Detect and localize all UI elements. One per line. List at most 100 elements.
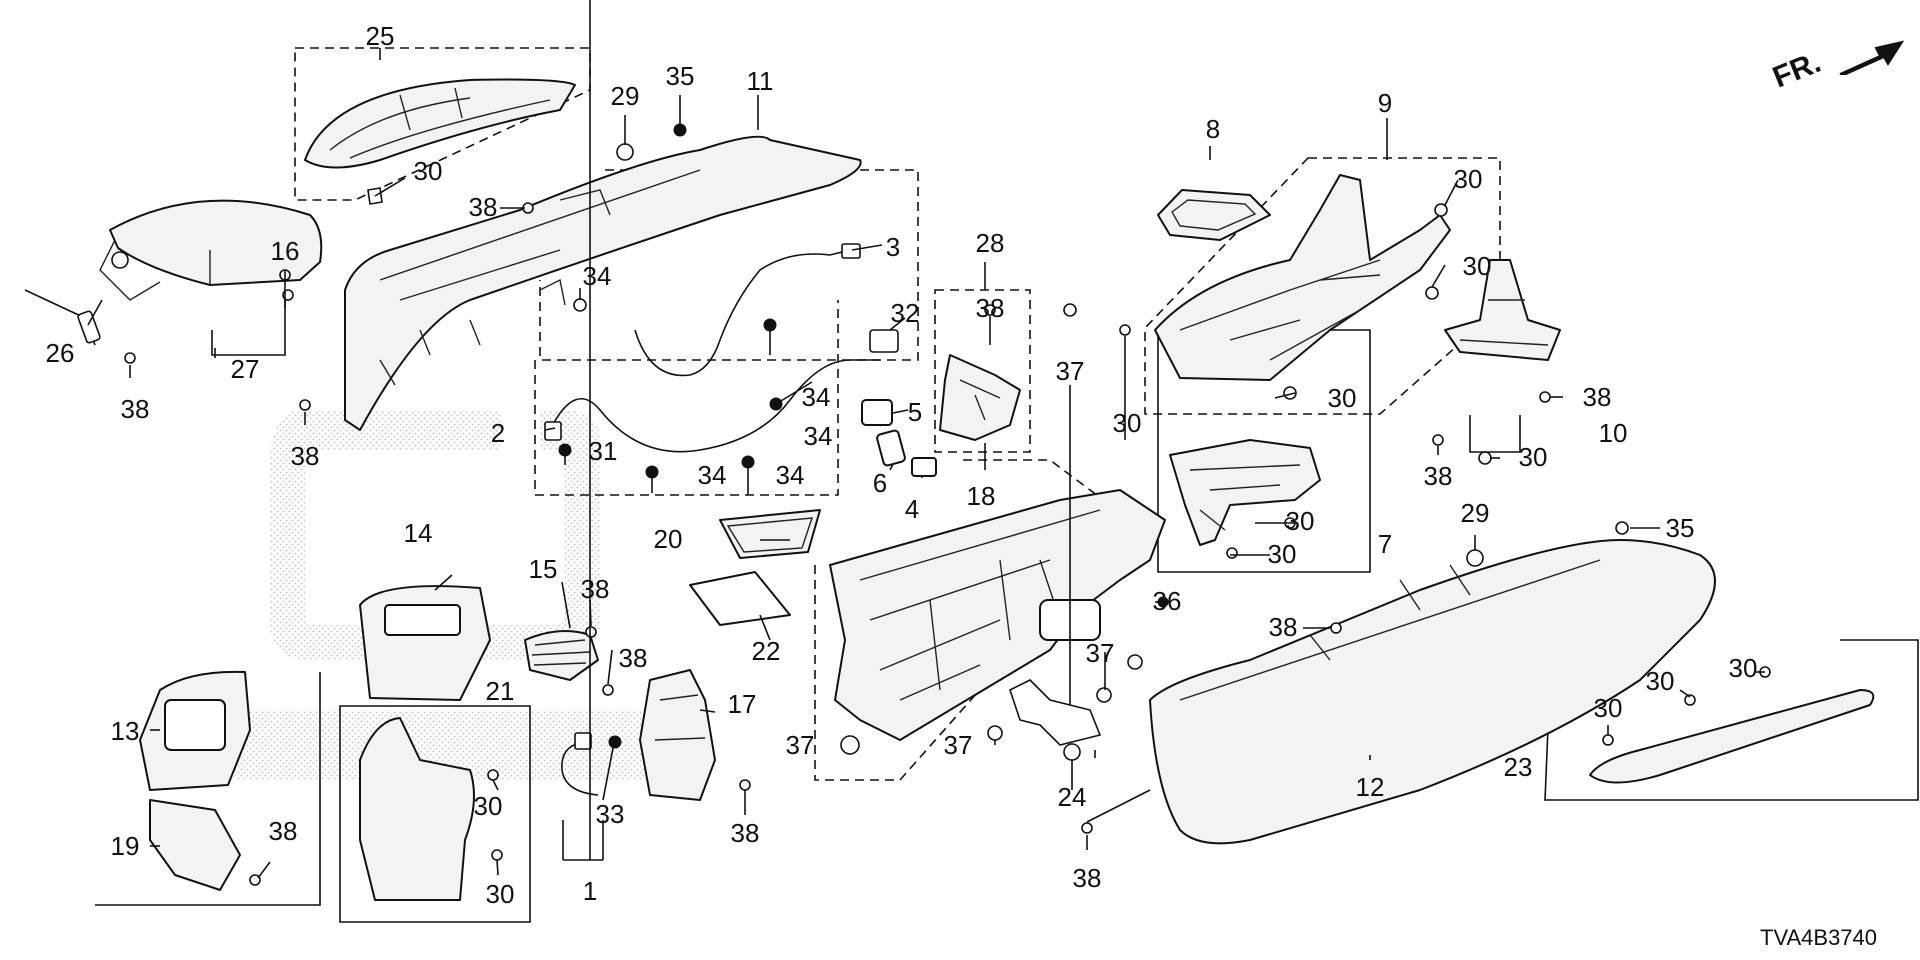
callout-38-d: 38 [976,293,1005,323]
callout-38-l: 38 [731,818,760,848]
callout-29-b: 29 [1461,498,1490,528]
callout-36: 36 [1153,586,1182,616]
leader-lines [87,0,1765,879]
part-10-shift-boot [1444,259,1561,361]
callout-labels: 25 30 29 35 11 38 16 26 27 38 38 3 32 2 … [46,21,1758,909]
callout-18: 18 [967,481,996,511]
part-9-console-upper-panel [1154,174,1451,381]
part-5-switch [861,399,893,426]
callout-14: 14 [404,518,433,548]
part-4-switch [911,457,937,477]
part-28-console-frame [829,489,1166,741]
callout-38-c: 38 [291,441,320,471]
callout-30-h: 30 [1268,539,1297,569]
part-1-harness [561,732,599,796]
callout-5: 5 [908,397,922,427]
diagram-code: TVA4B3740 [1760,925,1877,950]
callout-30-a: 30 [414,156,443,186]
callout-38-e: 38 [1583,382,1612,412]
callout-35-a: 35 [666,61,695,91]
callout-34-e: 34 [776,460,805,490]
callout-19: 19 [111,831,140,861]
front-direction-indicator: FR. [1768,40,1905,95]
callout-38-g: 38 [1269,612,1298,642]
part-25-armrest-upper-panel [304,78,576,169]
callout-16: 16 [271,236,300,266]
part-24-lower-bracket [1009,679,1102,746]
part-23-trim-strip [1589,689,1875,784]
part-19-lower-cover [149,799,241,891]
part-14-rear-panel [359,585,491,701]
callout-22: 22 [752,636,781,666]
callout-30-d: 30 [1463,251,1492,281]
callout-38-a: 38 [469,192,498,222]
callout-21: 21 [486,676,515,706]
callout-30-m: 30 [486,879,515,909]
callout-38-j: 38 [581,574,610,604]
callout-38-f: 38 [1424,461,1453,491]
callout-30-b: 30 [1113,408,1142,438]
callout-25: 25 [366,21,395,51]
part-12-console-side-panel-lower [1149,539,1716,845]
callout-38-h: 38 [1073,863,1102,893]
callout-37-b: 37 [1086,638,1115,668]
callout-4: 4 [905,494,919,524]
callout-15: 15 [529,554,558,584]
callout-31: 31 [589,436,618,466]
part-3-harness [634,243,861,377]
callout-37-d: 37 [786,730,815,760]
part-11-console-side-panel-upper [344,135,862,431]
callout-35-b: 35 [1666,513,1695,543]
callout-38-m: 38 [269,816,298,846]
callout-30-g: 30 [1286,506,1315,536]
callout-27: 27 [231,354,260,384]
callout-30-l: 30 [474,791,503,821]
callout-34-a: 34 [583,261,612,291]
callout-13: 13 [111,716,140,746]
part-27-armrest-lid [99,199,323,301]
callout-32: 32 [891,298,920,328]
part-21-end-panel [359,717,475,901]
front-direction-label: FR. [1768,46,1825,95]
callout-38-b: 38 [121,394,150,424]
front-arrow-icon [1839,40,1905,75]
callout-38-k: 38 [619,643,648,673]
callout-9: 9 [1378,88,1392,118]
callout-6: 6 [873,468,887,498]
callout-7: 7 [1378,529,1392,559]
callout-12: 12 [1356,772,1385,802]
callout-17: 17 [728,689,757,719]
callout-30-f: 30 [1519,442,1548,472]
callout-11: 11 [747,66,774,96]
part-15-vent [524,630,599,681]
callout-23: 23 [1504,752,1533,782]
part-13-rear-garnish [139,670,251,791]
callout-37-a: 37 [1056,356,1085,386]
part-22-tray-sheet [689,571,791,626]
part-20-tray-mat [719,509,821,559]
part-6-socket [876,429,906,467]
callout-24: 24 [1058,782,1087,812]
part-8-trim-ring [1157,189,1271,241]
part-26-hinge-rod [24,289,101,346]
callout-29-a: 29 [611,81,640,111]
callout-30-i: 30 [1729,653,1758,683]
callout-10: 10 [1599,418,1628,448]
callout-1: 1 [583,876,597,906]
callout-34-d: 34 [698,460,727,490]
callout-37-c: 37 [944,730,973,760]
callout-26: 26 [46,338,75,368]
part-7-cup-holder [1169,439,1321,546]
part-17-duct [639,669,716,801]
callout-2: 2 [491,418,505,448]
callout-30-j: 30 [1646,666,1675,696]
callout-33: 33 [596,799,625,829]
callout-20: 20 [654,524,683,554]
callout-3: 3 [886,232,900,262]
part-2-cable [544,329,899,453]
callout-30-k: 30 [1594,693,1623,723]
part-18-bracket [939,354,1021,441]
callout-8: 8 [1206,114,1220,144]
callout-34-c: 34 [804,421,833,451]
